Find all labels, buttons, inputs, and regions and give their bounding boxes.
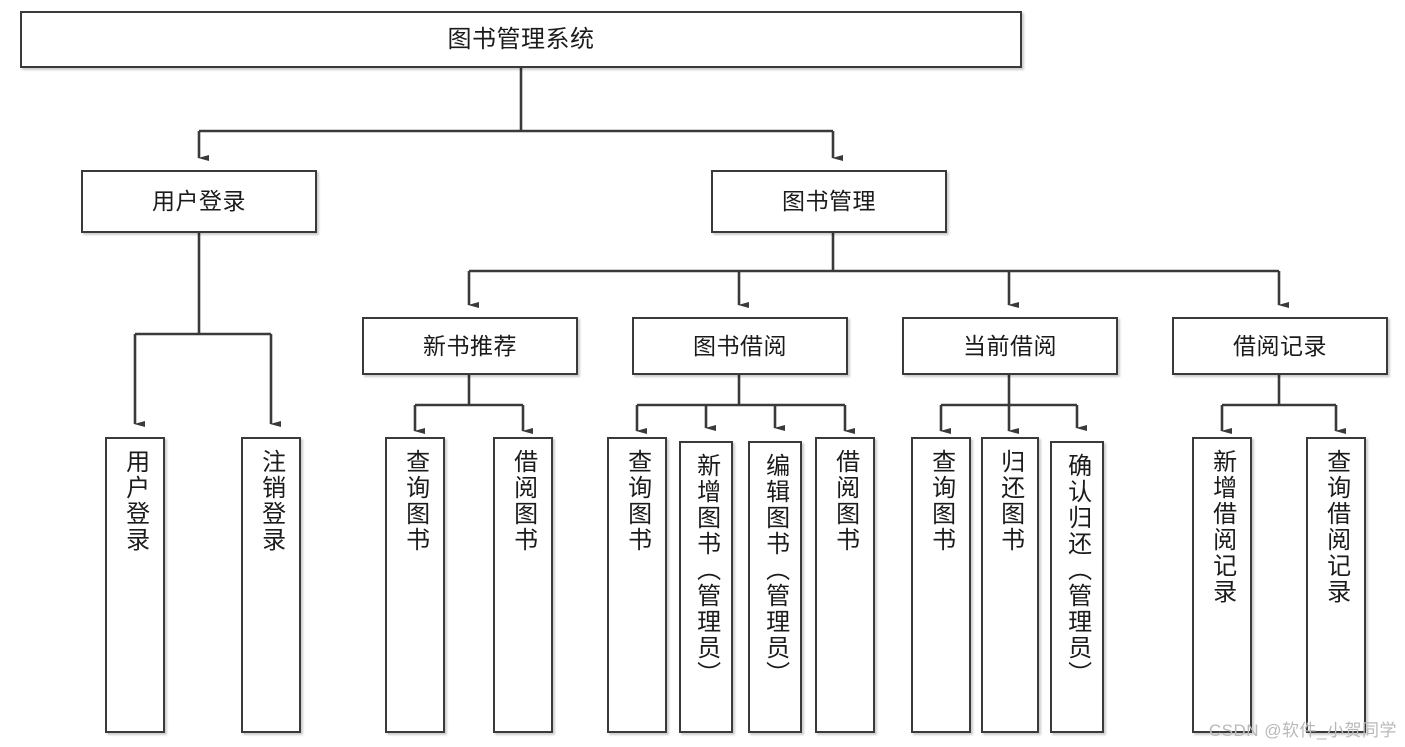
node-book-management[interactable]: 图书管理 bbox=[711, 170, 947, 233]
node-label: 新增借阅记录 bbox=[1208, 449, 1236, 605]
node-label: 用户登录 bbox=[152, 188, 246, 215]
node-leaf-edit-book-admin[interactable]: 编辑图书（管理员） bbox=[748, 441, 802, 733]
node-label: 查询图书 bbox=[401, 449, 429, 553]
node-label: 查询图书 bbox=[623, 449, 651, 553]
node-borrow-record[interactable]: 借阅记录 bbox=[1172, 317, 1388, 375]
node-label: 归还图书 bbox=[996, 449, 1024, 553]
node-label: 新增图书（管理员） bbox=[692, 453, 720, 687]
node-leaf-query-book-borrow[interactable]: 查询图书 bbox=[607, 437, 667, 733]
node-leaf-query-book-recommend[interactable]: 查询图书 bbox=[385, 437, 445, 733]
node-leaf-logout[interactable]: 注销登录 bbox=[241, 437, 301, 733]
node-leaf-add-borrow-record[interactable]: 新增借阅记录 bbox=[1192, 437, 1252, 733]
node-label: 图书管理系统 bbox=[447, 25, 595, 53]
node-label: 借阅图书 bbox=[509, 449, 537, 553]
node-leaf-query-book-current[interactable]: 查询图书 bbox=[911, 437, 971, 733]
watermark-text: CSDN @软件_小贺同学 bbox=[1208, 721, 1397, 740]
node-label: 图书借阅 bbox=[693, 332, 787, 359]
node-label: 查询图书 bbox=[927, 449, 955, 553]
node-leaf-borrow-book[interactable]: 借阅图书 bbox=[815, 437, 875, 733]
node-label: 注销登录 bbox=[257, 449, 285, 553]
node-label: 确认归还（管理员） bbox=[1063, 453, 1091, 687]
node-current-borrow[interactable]: 当前借阅 bbox=[902, 317, 1118, 375]
node-book-borrow[interactable]: 图书借阅 bbox=[632, 317, 848, 375]
node-label: 用户登录 bbox=[121, 449, 149, 553]
node-label: 图书管理 bbox=[782, 188, 876, 215]
node-new-book-recommend[interactable]: 新书推荐 bbox=[362, 317, 578, 375]
node-leaf-return-book[interactable]: 归还图书 bbox=[981, 437, 1039, 733]
node-label: 借阅记录 bbox=[1233, 332, 1327, 359]
node-leaf-borrow-book-recommend[interactable]: 借阅图书 bbox=[493, 437, 553, 733]
node-leaf-query-borrow-record[interactable]: 查询借阅记录 bbox=[1306, 437, 1366, 733]
node-user-login[interactable]: 用户登录 bbox=[81, 170, 317, 233]
node-root-book-management-system[interactable]: 图书管理系统 bbox=[20, 11, 1022, 68]
node-leaf-confirm-return-admin[interactable]: 确认归还（管理员） bbox=[1050, 441, 1104, 733]
node-leaf-add-book-admin[interactable]: 新增图书（管理员） bbox=[679, 441, 733, 733]
node-leaf-user-login[interactable]: 用户登录 bbox=[105, 437, 165, 733]
node-label: 借阅图书 bbox=[831, 449, 859, 553]
node-label: 编辑图书（管理员） bbox=[761, 453, 789, 687]
node-label: 查询借阅记录 bbox=[1322, 449, 1350, 605]
node-label: 当前借阅 bbox=[963, 332, 1057, 359]
node-label: 新书推荐 bbox=[423, 332, 517, 359]
